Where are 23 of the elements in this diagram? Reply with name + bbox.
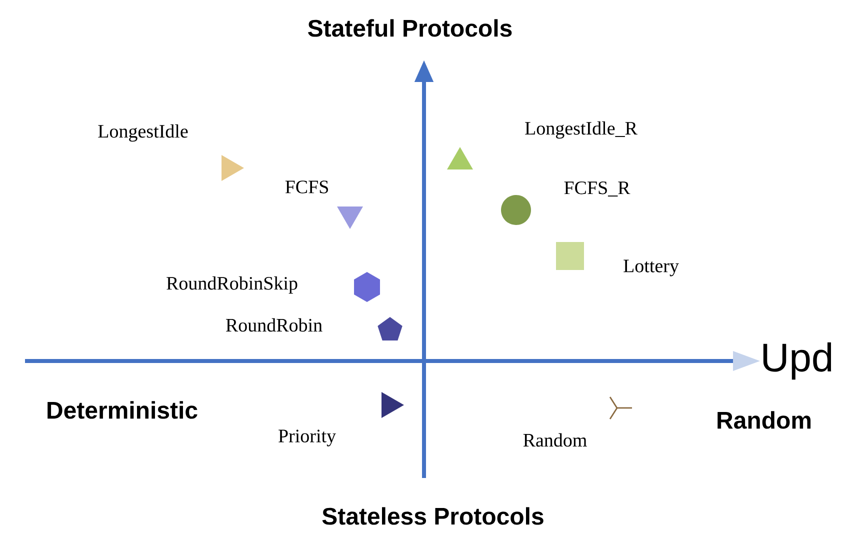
axis-title: Stateless Protocols xyxy=(322,507,544,525)
axis-title: Upd xyxy=(763,342,832,380)
point-label: Lottery xyxy=(624,260,679,276)
marker xyxy=(556,242,584,270)
axis-title: Deterministic xyxy=(48,401,198,419)
point-label: LongestIdle xyxy=(98,124,188,142)
marker xyxy=(501,194,531,225)
marker xyxy=(337,206,363,229)
marker xyxy=(354,272,380,302)
marker xyxy=(378,316,402,340)
point-label: FCFS xyxy=(285,180,328,194)
point-label: RoundRobinSkip xyxy=(166,276,298,294)
marker xyxy=(222,155,244,181)
point-label: Priority xyxy=(278,430,336,446)
marker xyxy=(447,147,473,170)
point-label: FCFS_R xyxy=(564,181,630,196)
point-label: RoundRobin xyxy=(226,318,322,332)
point-label: LongestIdle_R xyxy=(525,121,638,139)
axis-title: Random xyxy=(718,411,811,429)
marker xyxy=(382,392,404,418)
axis-title: Stateful Protocols xyxy=(308,19,512,37)
point-label: Random xyxy=(523,433,587,447)
marker xyxy=(609,396,633,420)
